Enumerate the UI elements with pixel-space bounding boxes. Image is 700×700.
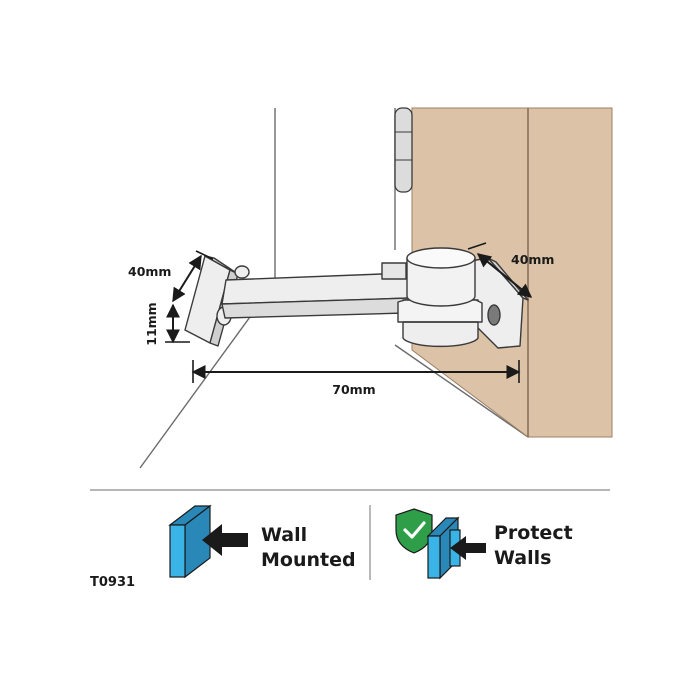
feature-wall-mounted-line1: Wall bbox=[261, 524, 307, 546]
door-edge bbox=[527, 107, 613, 438]
feature-protect-walls-line1: Protect bbox=[494, 522, 573, 544]
dim-offset-label: 11mm bbox=[144, 302, 159, 345]
door-stop bbox=[184, 247, 529, 349]
protect-wall-icon bbox=[426, 516, 486, 580]
feature-protect-walls-line2: Walls bbox=[494, 547, 551, 569]
door-hinge bbox=[394, 107, 413, 193]
dim-span-label: 70mm bbox=[332, 382, 375, 397]
product-code: T0931 bbox=[90, 575, 135, 590]
dim-left-plate-label: 40mm bbox=[128, 264, 171, 279]
dim-right-plate-label: 40mm bbox=[511, 252, 554, 267]
wall-mount-arrow-icon bbox=[168, 504, 248, 579]
feature-wall-mounted-line2: Mounted bbox=[261, 549, 356, 571]
dimension-lines bbox=[165, 242, 533, 383]
shield-check-icon bbox=[395, 508, 433, 554]
